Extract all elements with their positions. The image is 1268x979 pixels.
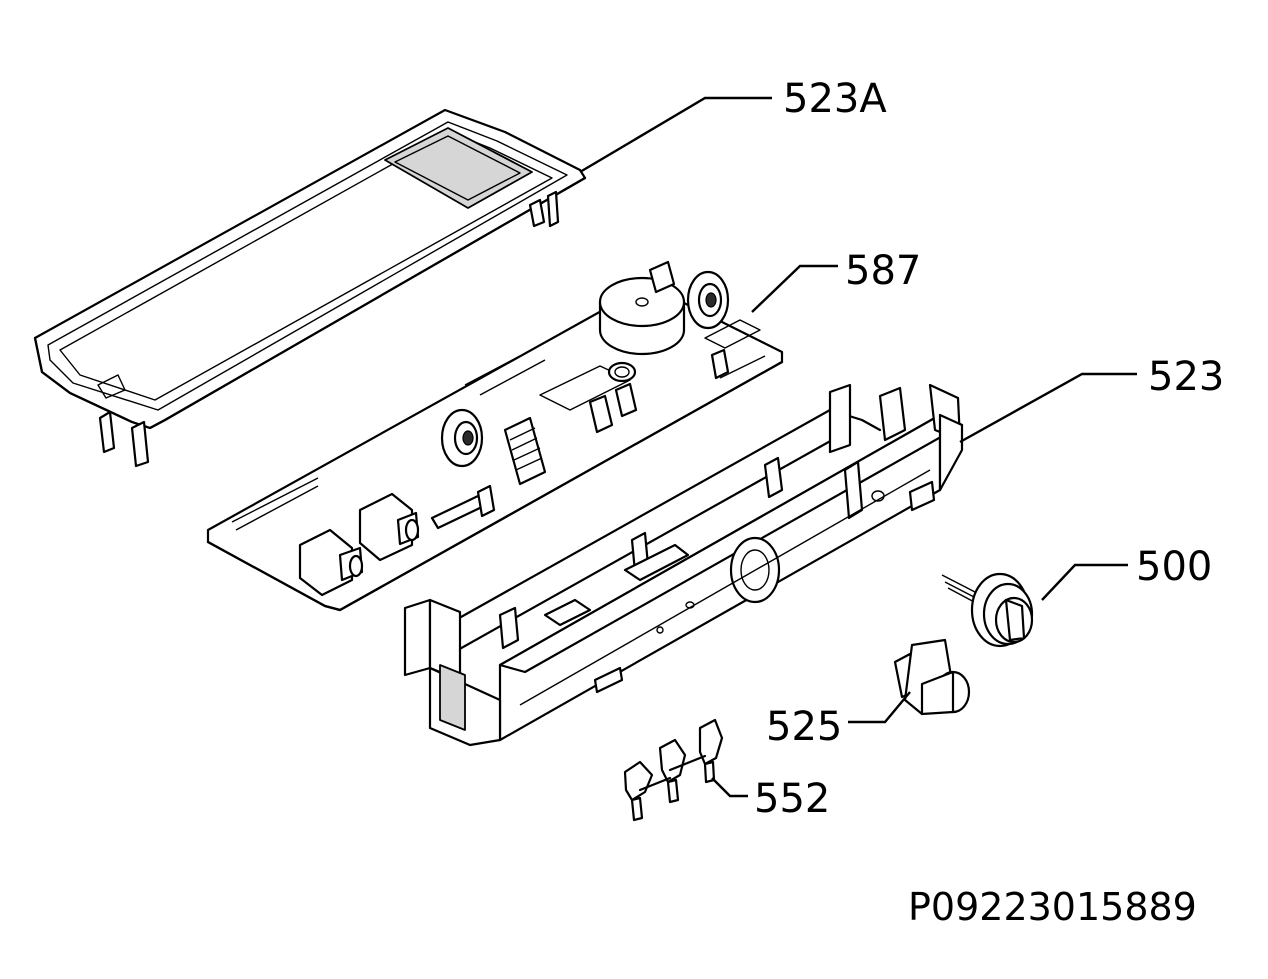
part-button-525	[893, 638, 971, 716]
pin-header	[503, 416, 547, 486]
part-knob-500	[941, 572, 1034, 648]
part-housing-523	[403, 383, 964, 747]
label-587: 587	[845, 248, 921, 294]
leader-523a	[579, 96, 772, 174]
encoder-right	[686, 270, 730, 330]
leader-525	[848, 691, 911, 724]
leader-523	[959, 372, 1137, 444]
label-525: 525	[766, 704, 842, 750]
drawing-id: P09223015889	[908, 885, 1197, 929]
leader-587	[751, 264, 838, 313]
label-500: 500	[1136, 544, 1212, 590]
buzzer-component	[598, 276, 686, 356]
housing-left-end	[403, 598, 502, 747]
switch-left	[298, 528, 364, 597]
switch-middle	[358, 492, 420, 562]
label-523: 523	[1148, 354, 1224, 400]
part-board-587	[206, 260, 784, 612]
leader-552	[711, 777, 748, 798]
part-clips-552	[623, 718, 724, 822]
label-523a: 523A	[783, 76, 887, 122]
leader-lines	[579, 96, 1137, 798]
label-552: 552	[754, 776, 830, 822]
leader-500	[1041, 563, 1128, 601]
part-lid-523a	[33, 108, 587, 468]
encoder-middle	[440, 408, 484, 468]
housing-right-end	[828, 383, 964, 492]
